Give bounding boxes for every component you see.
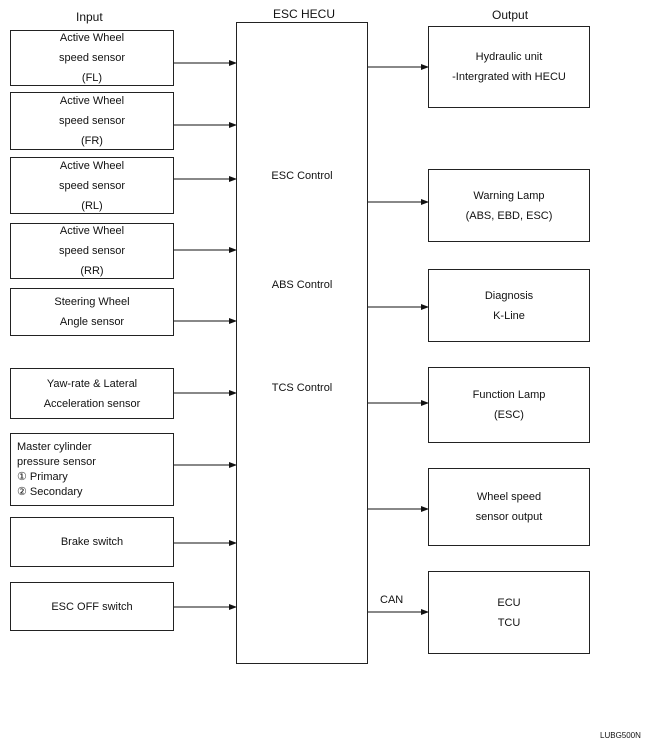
abs-control-label: ABS Control — [271, 279, 333, 291]
input-text: speed sensor — [58, 52, 126, 64]
input-box-yaw-rate: Yaw-rate & Lateral Acceleration sensor — [10, 368, 174, 419]
output-text: Warning Lamp — [473, 189, 545, 202]
figure-code: LUBG500N — [600, 731, 641, 740]
input-text: Steering Wheel — [54, 296, 130, 308]
output-text: Wheel speed — [476, 491, 542, 503]
output-text: Diagnosis — [484, 289, 534, 302]
output-text: sensor output — [475, 511, 543, 523]
input-box-fr: Active Wheel speed sensor (FR) — [10, 92, 174, 150]
output-text: Function Lamp — [472, 389, 546, 401]
hecu-header: ESC HECU — [273, 7, 336, 21]
input-text: ① Primary — [17, 470, 68, 483]
input-box-steering: Steering Wheel Angle sensor — [10, 288, 174, 336]
input-text: Active Wheel — [59, 95, 125, 107]
input-text: Angle sensor — [59, 316, 125, 328]
input-text: (FR) — [80, 135, 103, 147]
input-text: (RL) — [81, 199, 103, 212]
input-text: Brake switch — [60, 536, 124, 548]
input-text: (RR) — [80, 265, 104, 277]
output-box-wheel-speed-output: Wheel speed sensor output — [428, 468, 590, 546]
input-text: speed sensor — [58, 179, 126, 192]
output-box-hydraulic-unit: Hydraulic unit -Intergrated with HECU — [428, 26, 590, 108]
input-text: Active Wheel — [59, 32, 125, 44]
output-text: (ESC) — [494, 409, 524, 421]
input-text: pressure sensor — [17, 455, 96, 468]
output-text: ECU — [497, 596, 521, 609]
output-box-warning-lamp: Warning Lamp (ABS, EBD, ESC) — [428, 169, 590, 242]
output-text: TCU — [497, 616, 521, 629]
input-box-brake-switch: Brake switch — [10, 517, 174, 567]
can-label: CAN — [380, 594, 404, 606]
esc-hecu-block — [236, 22, 368, 664]
input-text: Master cylinder — [17, 440, 92, 453]
input-text: speed sensor — [58, 115, 126, 127]
input-text: (FL) — [81, 72, 103, 84]
esc-control-label: ESC Control — [271, 170, 333, 182]
input-box-rl: Active Wheel speed sensor (RL) — [10, 157, 174, 214]
output-text: -Intergrated with HECU — [452, 71, 566, 83]
tcs-control-label: TCS Control — [271, 382, 333, 394]
input-text: Yaw-rate & Lateral — [46, 377, 138, 390]
input-text: Active Wheel — [59, 225, 125, 237]
input-box-master-cylinder: Master cylinder pressure sensor ① Primar… — [10, 433, 174, 506]
output-header: Output — [492, 8, 529, 22]
output-text: (ABS, EBD, ESC) — [465, 209, 553, 222]
input-text: Acceleration sensor — [43, 397, 141, 410]
input-header: Input — [76, 10, 103, 24]
input-box-esc-off-switch: ESC OFF switch — [10, 582, 174, 631]
output-text: K-Line — [493, 309, 525, 322]
output-text: Hydraulic unit — [475, 51, 543, 63]
input-text: speed sensor — [58, 245, 126, 257]
input-text: ESC OFF switch — [51, 600, 133, 613]
input-box-fl: Active Wheel speed sensor (FL) — [10, 30, 174, 86]
input-text: ② Secondary — [17, 485, 83, 498]
input-box-rr: Active Wheel speed sensor (RR) — [10, 223, 174, 279]
output-box-function-lamp: Function Lamp (ESC) — [428, 367, 590, 443]
input-text: Active Wheel — [59, 159, 125, 172]
